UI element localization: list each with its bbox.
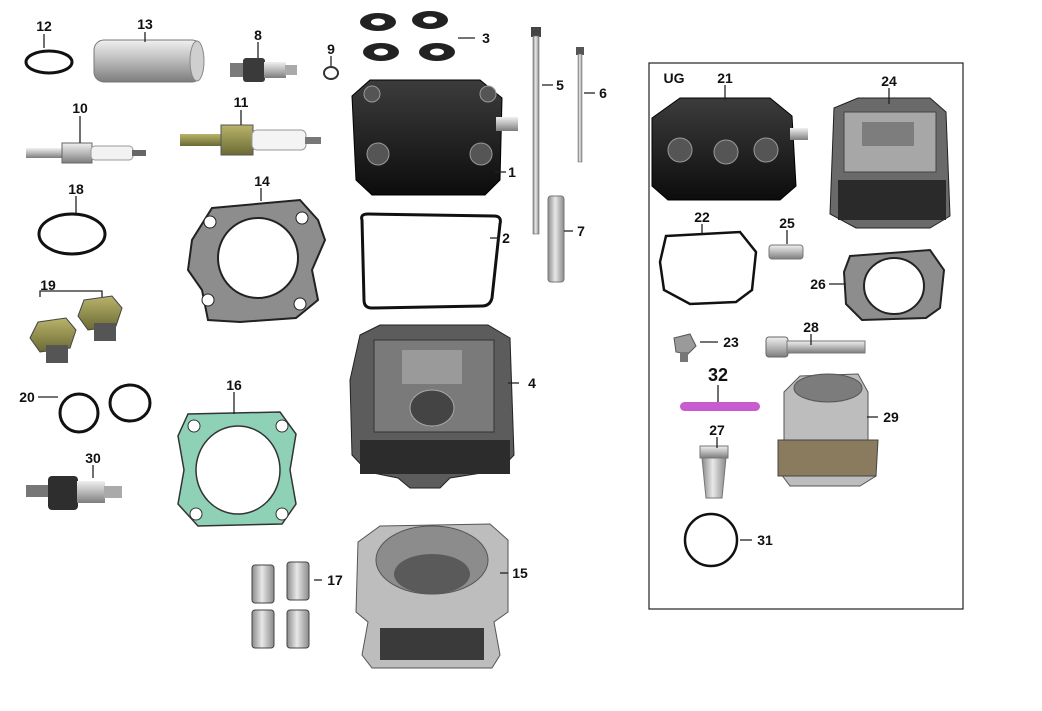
- callout-17: 17: [327, 572, 343, 588]
- callout-29: 29: [883, 409, 899, 425]
- part-24-cylinder-head: [829, 97, 951, 229]
- part-6-bolt: [576, 47, 584, 163]
- part-30-sensor: [26, 476, 122, 510]
- ug-kit-frame: [648, 62, 964, 610]
- part-18-o-ring: [37, 212, 107, 256]
- callout-6: 6: [599, 85, 607, 101]
- part-17-dowel-pins: [251, 561, 310, 649]
- callout-15: 15: [512, 565, 528, 581]
- callout-2: 2: [502, 230, 510, 246]
- part-13-sleeve: [93, 39, 205, 83]
- callout-8: 8: [254, 27, 262, 43]
- part-26-head-gasket: [842, 248, 946, 322]
- part-20-o-ring-b: [108, 383, 152, 423]
- callout-32: 32: [708, 365, 728, 385]
- callout-5: 5: [556, 77, 564, 93]
- ug-kit-label: UG: [664, 70, 685, 86]
- callout-18: 18: [68, 181, 84, 197]
- callout-9: 9: [327, 41, 335, 57]
- callout-22: 22: [694, 209, 710, 225]
- callout-21: 21: [717, 70, 733, 86]
- part-4-cylinder-head: [349, 324, 515, 489]
- callout-12: 12: [36, 18, 52, 34]
- part-9-ring: [323, 66, 339, 80]
- part-27-sleeve: [699, 445, 729, 499]
- part-19-drain-bolts: [29, 295, 123, 363]
- part-7-stud: [547, 195, 565, 283]
- callout-30: 30: [85, 450, 101, 466]
- callout-20: 20: [19, 389, 35, 405]
- callout-24: 24: [881, 73, 897, 89]
- part-19-bracket: [39, 290, 103, 297]
- part-11-spark-plug: [180, 124, 321, 156]
- part-22-cover-gasket: [658, 230, 758, 306]
- callout-19: 19: [40, 277, 56, 293]
- part-3-washers: [360, 11, 455, 61]
- part-32-seal: [680, 402, 760, 411]
- callout-7: 7: [577, 223, 585, 239]
- callout-4: 4: [528, 375, 536, 391]
- callout-28: 28: [803, 319, 819, 335]
- part-8-sensor: [230, 58, 297, 82]
- callout-11: 11: [234, 94, 249, 110]
- part-23-bolt: [673, 333, 697, 362]
- callout-13: 13: [137, 16, 153, 32]
- callout-27: 27: [709, 422, 725, 438]
- part-16-base-gasket: [177, 411, 297, 527]
- callout-26: 26: [810, 276, 826, 292]
- part-20-o-ring-a: [58, 392, 100, 434]
- part-5-long-bolt: [531, 27, 541, 235]
- callout-25: 25: [779, 215, 795, 231]
- callout-3: 3: [482, 30, 490, 46]
- part-25-stud: [768, 244, 804, 260]
- part-14-head-gasket: [186, 198, 327, 324]
- callout-31: 31: [757, 532, 773, 548]
- part-21-valve-cover: [651, 97, 808, 201]
- callout-1: 1: [508, 164, 516, 180]
- part-12-o-ring: [24, 49, 74, 75]
- callout-16: 16: [226, 377, 242, 393]
- callout-10: 10: [72, 100, 88, 116]
- part-28-bolt: [765, 336, 866, 358]
- callout-14: 14: [254, 173, 270, 189]
- callout-23: 23: [723, 334, 739, 350]
- part-29-cylinder: [777, 373, 879, 487]
- part-31-o-ring: [683, 512, 739, 568]
- part-2-cover-gasket: [360, 212, 502, 310]
- part-1-valve-cover: [351, 79, 518, 196]
- part-10-spark-plug: [26, 142, 146, 164]
- part-15-cylinder: [355, 523, 509, 669]
